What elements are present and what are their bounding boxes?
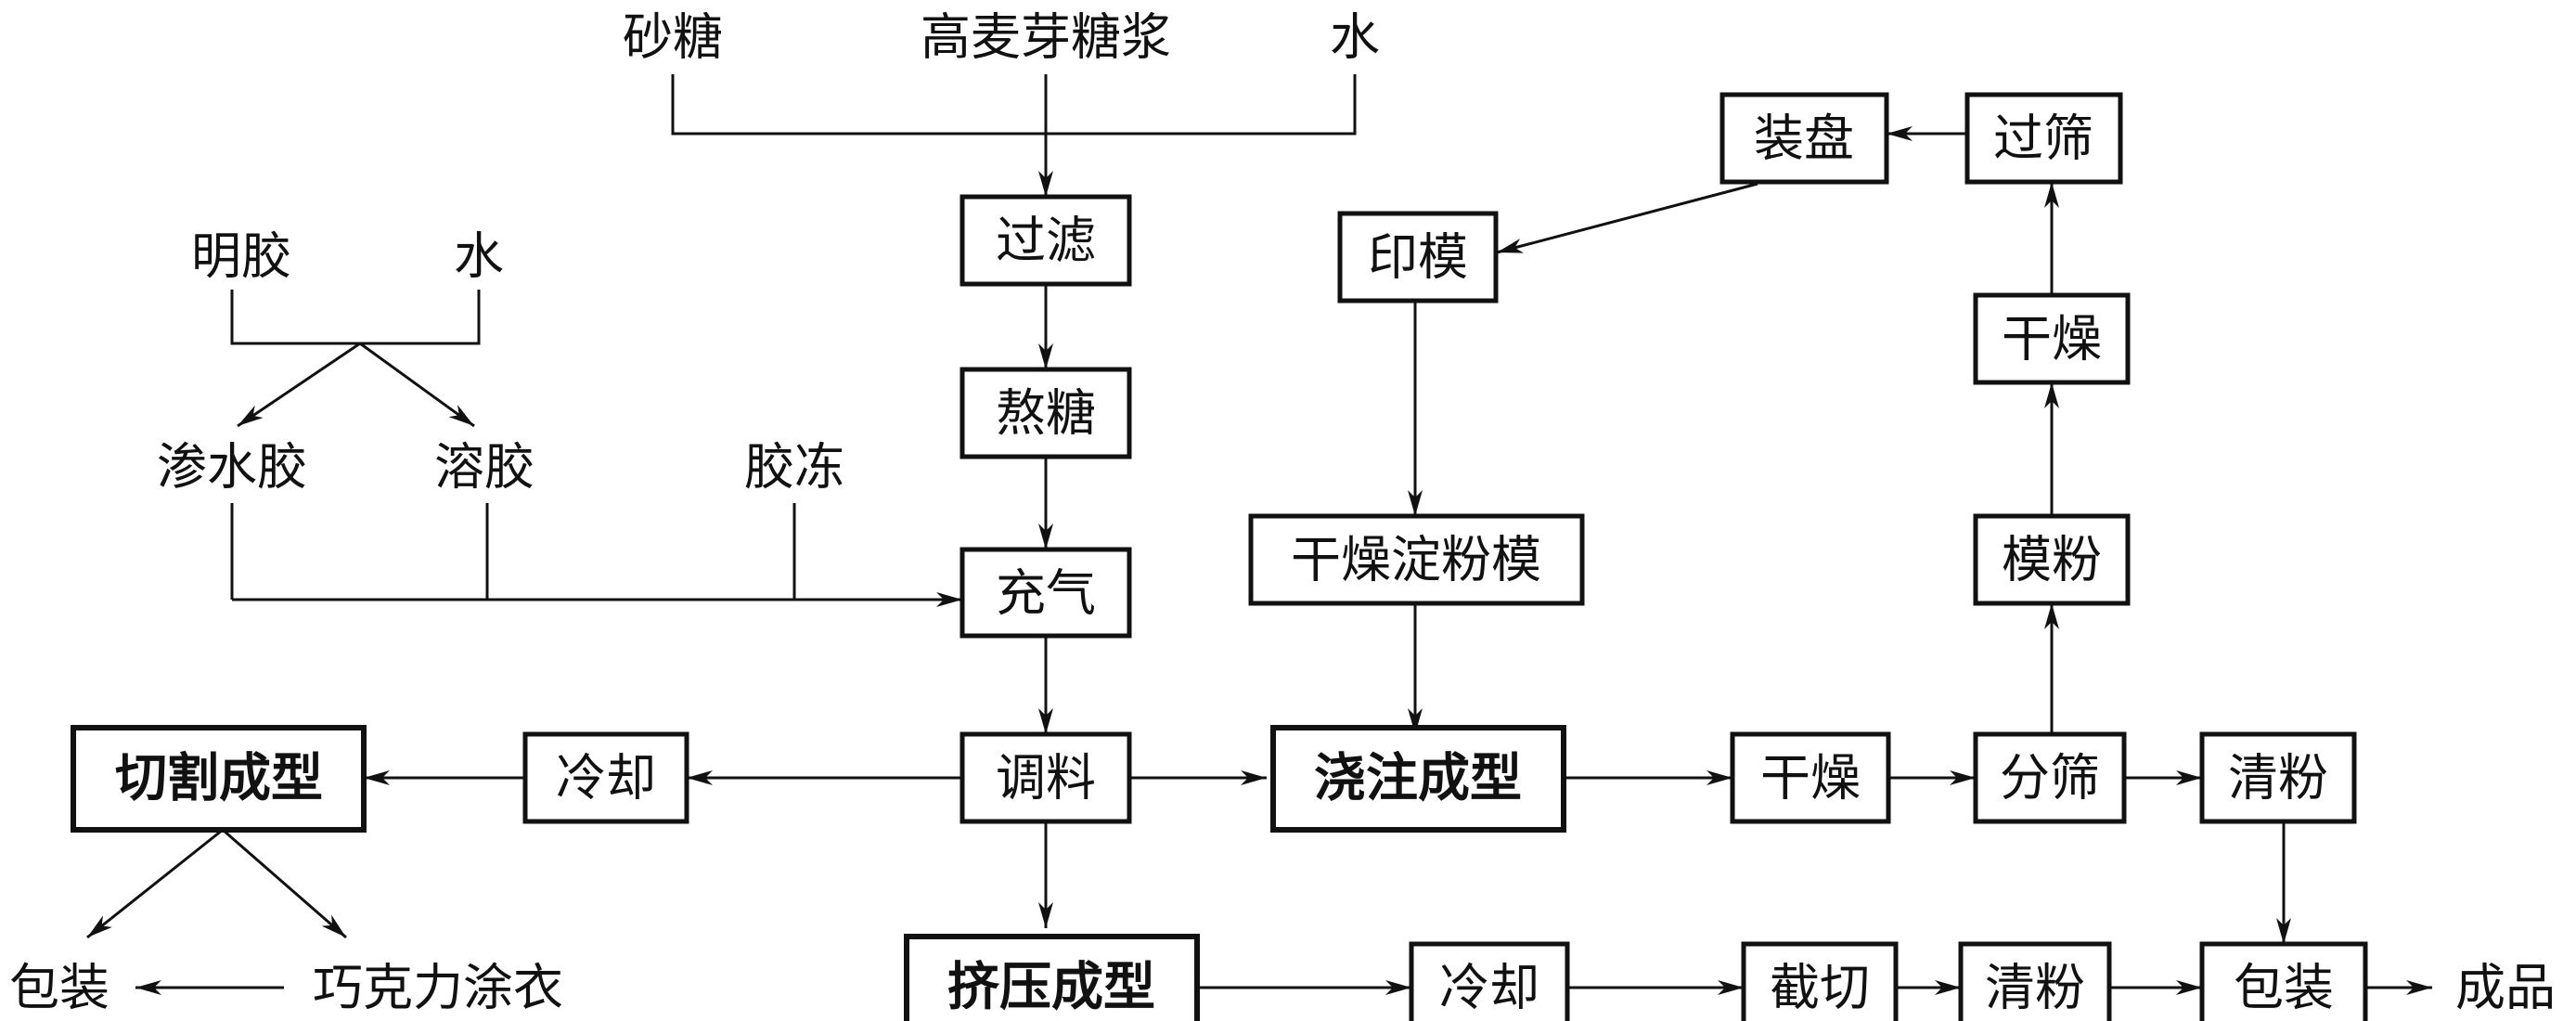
- step-dry-starch-mold: 干燥淀粉模: [1291, 531, 1541, 589]
- step-sieve-separate: 分筛: [2000, 749, 2100, 808]
- step-finished: 成品: [2455, 959, 2556, 1017]
- step-cool-bottom: 冷却: [1439, 959, 1539, 1017]
- connector: [671, 74, 1357, 136]
- step-pour-forming: 浇注成型: [1314, 749, 1522, 809]
- step-cut-off: 截切: [1770, 959, 1870, 1017]
- step-filter: 过滤: [996, 212, 1096, 270]
- box-extrude-forming: [904, 934, 1200, 1021]
- box-cut-off: [1741, 941, 1899, 1021]
- box-boil-sugar: [960, 367, 1132, 459]
- step-tray-load: 装盘: [1754, 110, 1854, 168]
- step-clean-powder-1: 清粉: [2228, 749, 2328, 808]
- input-gel-jelly: 胶冻: [744, 438, 844, 497]
- box-dry-starch-mold: [1248, 513, 1585, 606]
- step-cut-forming: 切割成型: [115, 749, 323, 809]
- connector-arrow: [86, 828, 224, 939]
- step-mold-powder: 模粉: [2002, 531, 2102, 589]
- box-filter: [960, 194, 1132, 287]
- box-cool-bottom: [1409, 941, 1570, 1021]
- step-extrude-forming: 挤压成型: [947, 958, 1155, 1018]
- box-blend: [960, 731, 1132, 824]
- input-maltose-syrup: 高麦芽糖浆: [921, 8, 1171, 67]
- box-cool-left: [522, 731, 689, 824]
- connector: [230, 290, 481, 345]
- connector-arrow: [1496, 182, 1758, 254]
- input-dissolved-gel: 溶胶: [434, 438, 535, 497]
- box-dry-2: [1973, 292, 2131, 385]
- box-clean-powder-1: [2199, 731, 2357, 824]
- box-clean-powder-2: [1958, 941, 2112, 1021]
- box-tray-load: [1719, 92, 1889, 185]
- input-soaked-gel: 渗水胶: [157, 438, 307, 497]
- step-boil-sugar: 熬糖: [996, 384, 1096, 443]
- box-aerate: [960, 547, 1132, 639]
- input-water-gel: 水: [454, 227, 504, 286]
- step-sieve: 过筛: [1993, 110, 2093, 168]
- box-sieve: [1964, 92, 2123, 185]
- box-sieve-separate: [1973, 731, 2127, 824]
- connector-arrow: [359, 342, 475, 428]
- box-dry-1: [1730, 731, 1891, 824]
- step-chocolate-coat: 巧克力涂衣: [313, 959, 563, 1017]
- step-pack-left: 包装: [9, 959, 109, 1017]
- box-print-mold: [1337, 211, 1499, 304]
- box-cut-forming: [71, 725, 367, 833]
- input-gelatin: 明胶: [191, 227, 291, 286]
- connector-arrow: [237, 342, 361, 428]
- input-sugar: 砂糖: [623, 8, 723, 67]
- box-pour-forming: [1270, 725, 1566, 833]
- box-mold-powder: [1973, 513, 2131, 606]
- connector-arrow: [222, 828, 347, 939]
- step-cool-left: 冷却: [556, 749, 656, 808]
- step-blend: 调料: [996, 749, 1096, 808]
- step-pack-bottom: 包装: [2234, 959, 2334, 1017]
- step-clean-powder-2: 清粉: [1985, 959, 2085, 1017]
- input-water-top: 水: [1330, 8, 1380, 67]
- step-dry-1: 干燥: [1760, 749, 1861, 808]
- box-pack-bottom: [2199, 941, 2368, 1021]
- step-print-mold: 印模: [1368, 228, 1468, 287]
- step-aerate: 充气: [996, 564, 1096, 623]
- step-dry-2: 干燥: [2002, 310, 2102, 368]
